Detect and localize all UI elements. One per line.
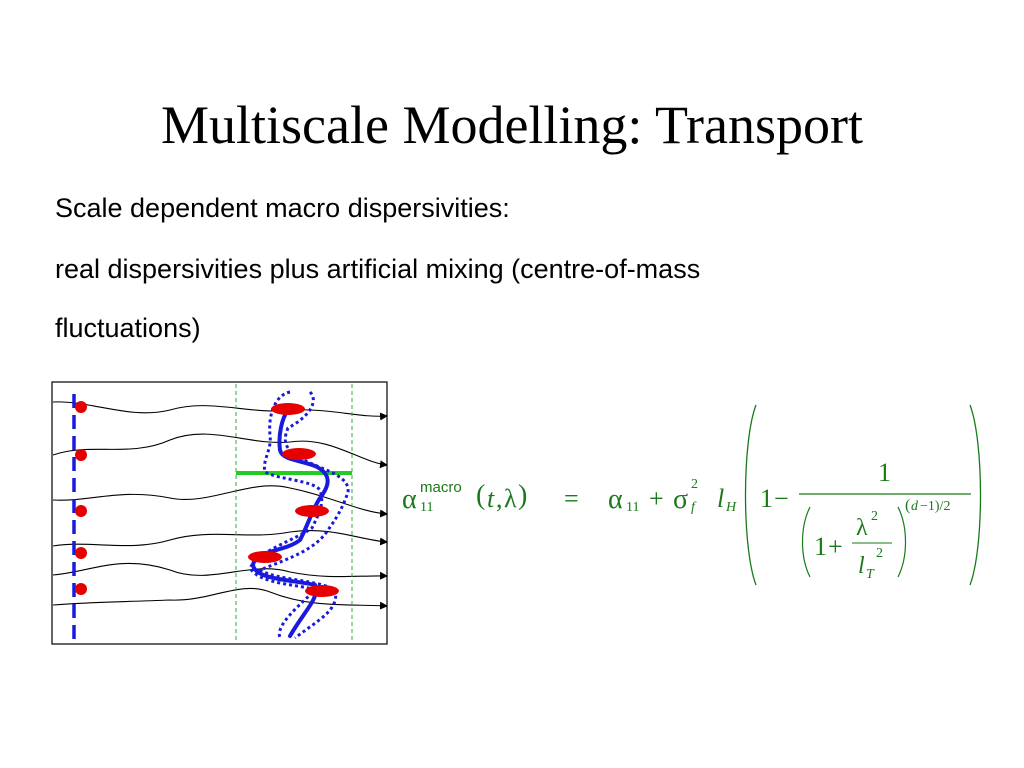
rhs-plus: + [649, 484, 664, 513]
exponent-d: d [911, 499, 918, 514]
exponent-rest: −1)/2 [920, 499, 951, 514]
outer-parens [744, 404, 982, 586]
streamline [52, 529, 388, 547]
lhs-arg-lambda: λ [504, 484, 517, 513]
plume-centre [282, 448, 316, 460]
particle-marker [75, 583, 87, 595]
l-T-superscript: 2 [876, 546, 883, 561]
body-text-line: real dispersivities plus artificial mixi… [55, 254, 701, 284]
lhs-alpha: α [402, 484, 417, 515]
plume-path [250, 408, 330, 638]
plume-centres [248, 403, 339, 597]
l-T-subscript: T [866, 567, 874, 582]
inner-plus: + [828, 532, 843, 561]
macro-dispersivity-formula: α macro 11 ( t , λ ) = α 11 + σ 2 f l H … [400, 402, 1000, 592]
l-H: l [717, 484, 725, 513]
slide-title: Multiscale Modelling: Transport [161, 95, 863, 155]
transport-diagram [51, 381, 388, 645]
body-text-line: fluctuations) [55, 313, 201, 343]
particle-marker [75, 547, 87, 559]
l-T: l [858, 553, 865, 579]
particle-markers [75, 401, 87, 595]
particle-marker [75, 449, 87, 461]
diagram-frame [51, 381, 388, 645]
particle-marker [75, 505, 87, 517]
rhs-alpha-subscript: 11 [626, 500, 640, 515]
streamline [52, 433, 388, 469]
lhs-arg-t: t [487, 484, 495, 513]
lhs-superscript: macro [420, 479, 462, 496]
fraction-numerator: 1 [878, 458, 891, 487]
body-text-line: Scale dependent macro dispersivities: [55, 193, 510, 223]
plume-centre [295, 505, 329, 517]
plume-centre [248, 551, 282, 563]
sigma-superscript: 2 [691, 477, 698, 492]
streamlines [52, 401, 388, 610]
lambda: λ [856, 515, 868, 541]
inner-one: 1 [814, 532, 827, 561]
lhs-close-paren: ) [518, 480, 528, 511]
lambda-superscript: 2 [871, 509, 878, 524]
lhs-open-paren: ( [476, 480, 486, 511]
one: 1 [760, 484, 773, 513]
plume-centre [271, 403, 305, 415]
sigma: σ [673, 484, 689, 515]
l-H-subscript: H [726, 500, 737, 515]
lhs-arg-comma: , [496, 484, 503, 513]
streamline [52, 562, 388, 580]
rhs-alpha: α [608, 484, 623, 515]
lhs-subscript: 11 [420, 500, 434, 515]
streamline [52, 485, 388, 518]
equals-sign: = [564, 484, 579, 513]
plume-centre [305, 585, 339, 597]
streamline [52, 587, 388, 610]
exponent-open-paren: ( [905, 497, 911, 514]
particle-marker [75, 401, 87, 413]
minus-sign: − [774, 484, 789, 513]
streamline [52, 401, 388, 421]
sigma-subscript: f [691, 500, 695, 515]
